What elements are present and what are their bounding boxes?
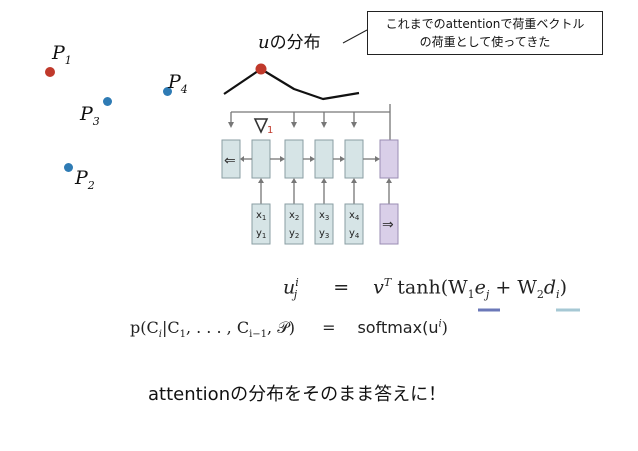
callout-line-2: の荷重として使ってきた: [419, 35, 551, 49]
attention-bar-arrowhead-5: [351, 122, 357, 128]
callout-line-1: これまでのattentionで荷重ベクトル: [385, 17, 585, 31]
pointer-mark: 1: [267, 125, 273, 136]
point-p3-label: P3: [80, 103, 100, 128]
point-p3-dot: [103, 97, 112, 106]
point-p4-label: P4: [168, 71, 188, 96]
distribution-curve: [223, 67, 360, 101]
input-arrowhead-4: [351, 178, 357, 183]
svg-text:x2: x2: [289, 210, 299, 222]
input-arrowhead-2: [291, 178, 297, 183]
recurrent-arrowhead-3: [340, 156, 345, 162]
encoder-cell-3: [314, 139, 334, 179]
input-box-decoder: ⇒: [379, 203, 399, 245]
output-left-arrow: ⇐: [224, 153, 236, 169]
distribution-title-suffix: の分布: [269, 33, 321, 53]
svg-text:x1: x1: [256, 210, 266, 222]
point-p1-dot: [45, 67, 55, 77]
point-p4-dot: [163, 87, 172, 96]
input-arrowhead-3: [321, 178, 327, 183]
input-arrowhead-1: [258, 178, 264, 183]
equation-softmax: p(Ci|C1, . . . , Ci−1, 𝒫) =softmax(ui): [130, 318, 448, 341]
equation-attention-score: uij =vT tanh(W1ej + W2di): [283, 276, 567, 302]
pointer-selection-triangle: [253, 118, 269, 134]
svg-text:x4: x4: [349, 210, 360, 222]
callout-leader-line: [342, 29, 368, 44]
recurrent-arrowhead-4: [375, 156, 380, 162]
point-p2-label: P2: [75, 167, 95, 192]
distribution-title: uの分布: [258, 28, 321, 53]
distribution-peak-dot: [255, 63, 267, 75]
attention-bar-arrowhead-1: [228, 122, 234, 128]
svg-text:⇒: ⇒: [382, 217, 394, 233]
attention-bar-arrowhead-4: [321, 122, 327, 128]
point-p1-label: P1: [52, 42, 72, 67]
input-box-4: x4 y4: [344, 203, 364, 245]
distribution-variable: u: [258, 32, 270, 53]
recurrent-arrowhead-1: [280, 156, 285, 162]
svg-text:y4: y4: [349, 228, 360, 240]
input-box-1: x1 y1: [251, 203, 271, 245]
encoder-cell-1: [251, 139, 271, 179]
svg-text:x3: x3: [319, 210, 329, 222]
svg-text:y2: y2: [289, 228, 299, 240]
input-arrowhead-5: [386, 178, 392, 183]
caption-text: attentionの分布をそのまま答えに！: [148, 384, 447, 405]
point-p2-dot: [64, 163, 73, 172]
recurrent-arrowhead-0: [240, 156, 244, 162]
decoder-cell: [379, 139, 399, 179]
recurrent-arrowhead-2: [310, 156, 315, 162]
svg-text:y3: y3: [319, 228, 329, 240]
input-box-2: x2 y2: [284, 203, 304, 245]
encoder-cell-2: [284, 139, 304, 179]
encoder-cell-4: [344, 139, 364, 179]
callout-box: これまでのattentionで荷重ベクトル の荷重として使ってきた: [367, 11, 603, 55]
input-box-3: x3 y3: [314, 203, 334, 245]
attention-bar-arrowhead-3: [291, 122, 297, 128]
svg-text:y1: y1: [256, 228, 266, 240]
